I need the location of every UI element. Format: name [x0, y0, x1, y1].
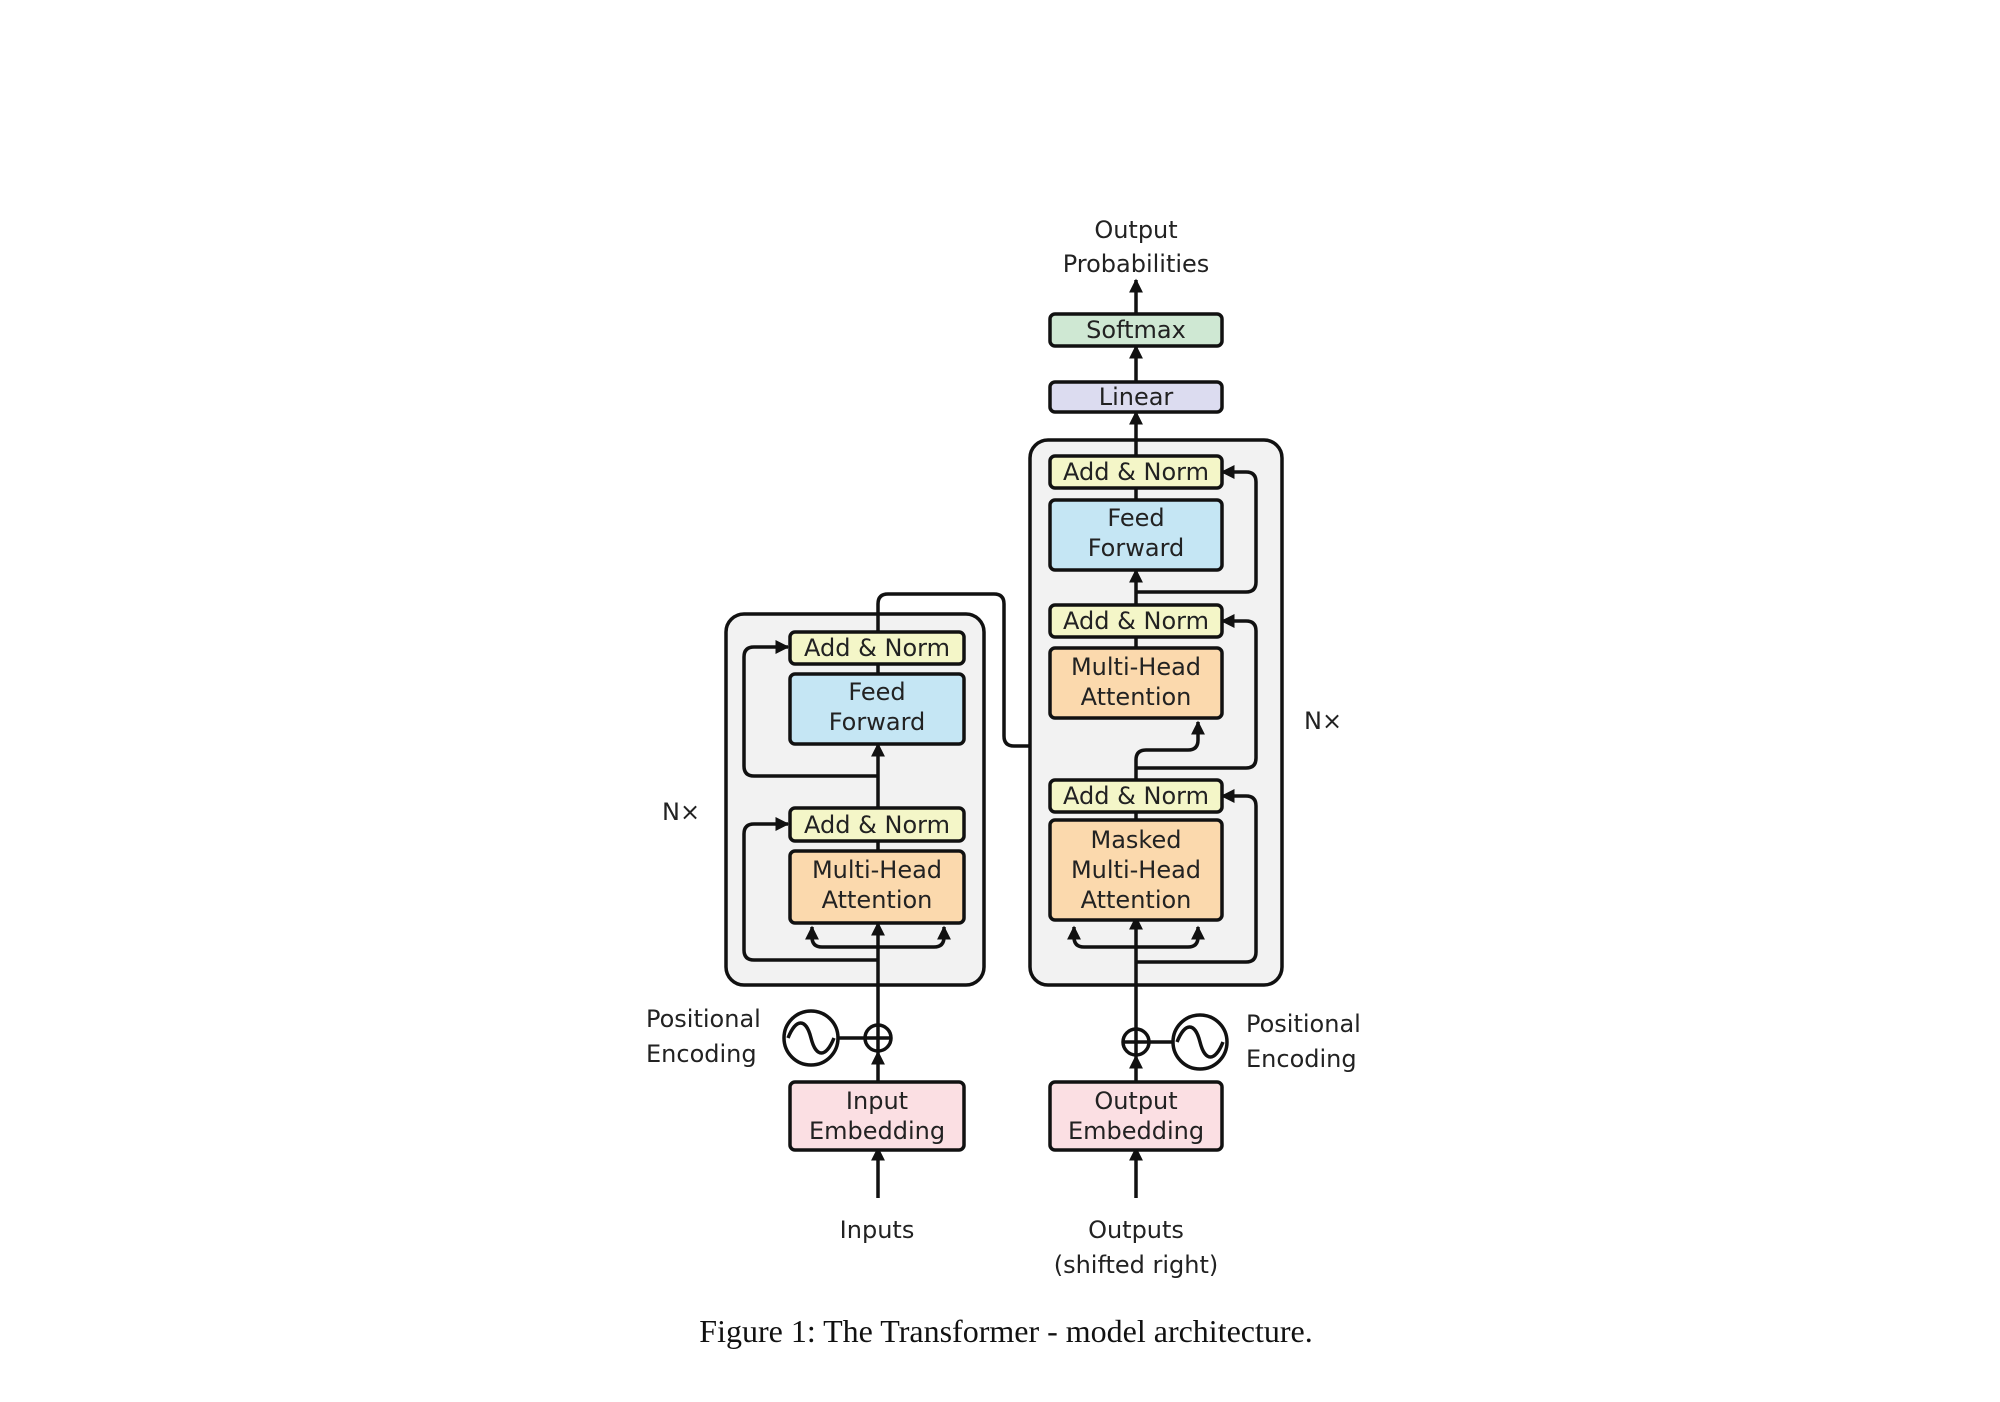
- encoder-qkv-branch: [805, 925, 951, 949]
- figure-caption: Figure 1: The Transformer - model archit…: [699, 1313, 1312, 1349]
- decoder-residual-3: [1136, 465, 1258, 594]
- sine-wave-icon-curve: [1175, 1025, 1225, 1059]
- encoder-residual-1: [742, 817, 878, 962]
- encoder-feed-forward-label-1: Feed: [848, 678, 905, 706]
- decoder-add-norm-bottom-label: Add & Norm: [1063, 782, 1209, 810]
- decoder-cross-attention-label-2: Attention: [1081, 683, 1192, 711]
- linear-label: Linear: [1099, 383, 1174, 411]
- masked-attention-label-2: Multi-Head: [1071, 856, 1201, 884]
- output-embedding-label-1: Output: [1094, 1087, 1177, 1115]
- decoder-add-norm-mid: [1048, 603, 1224, 639]
- sine-wave-icon-curve: [786, 1021, 836, 1055]
- outputs-label-1: Outputs: [1088, 1216, 1184, 1244]
- decoder-output-embedding: [1048, 1080, 1224, 1152]
- masked-attention-label-1: Masked: [1091, 826, 1182, 854]
- output-embedding-label-2: Embedding: [1068, 1117, 1204, 1145]
- encoder-attention-label-1: Multi-Head: [812, 856, 942, 884]
- softmax-label: Softmax: [1086, 316, 1186, 344]
- decoder-cross-attention: [1048, 646, 1224, 720]
- encoder-multi-head-attention: [788, 849, 966, 925]
- decoder-input-section: Positional Encoding Output Embedding Out…: [1048, 1010, 1361, 1279]
- encoder-input-embedding: [788, 1080, 966, 1152]
- decoder-repeat-label: N×: [1304, 707, 1342, 735]
- decoder-masked-qkv-branch: [1067, 925, 1205, 949]
- outputs-label-2: (shifted right): [1054, 1251, 1219, 1279]
- decoder-feed-forward-label-1: Feed: [1107, 504, 1164, 532]
- decoder-positional-encoding-label-1: Positional: [1246, 1010, 1361, 1038]
- decoder-residual-2: [1136, 614, 1258, 770]
- decoder-masked-attention: [1048, 818, 1224, 922]
- decoder-norm-to-cross-query: [1134, 720, 1205, 780]
- encoder-add-norm-bottom: [788, 806, 966, 843]
- encoder-add-norm-top-label: Add & Norm: [804, 634, 950, 662]
- masked-attention-label-3: Attention: [1081, 886, 1192, 914]
- decoder-feed-forward-label-2: Forward: [1088, 534, 1185, 562]
- input-embedding-label-1: Input: [846, 1087, 908, 1115]
- decoder-add-norm-bottom: [1048, 778, 1224, 814]
- encoder-feed-forward-label-2: Forward: [829, 708, 926, 736]
- output-head: Linear Softmax Output Probabilities: [1048, 216, 1224, 414]
- encoder-residual-2: [742, 640, 878, 778]
- encoder-positional-encoding-label-2: Encoding: [646, 1040, 757, 1068]
- decoder-residual-1: [1136, 789, 1258, 964]
- encoder-feed-forward: [788, 672, 966, 746]
- decoder-positional-encoding-label-2: Encoding: [1246, 1045, 1357, 1073]
- decoder-cross-attention-label-1: Multi-Head: [1071, 653, 1201, 681]
- encoder-repeat-label: N×: [662, 798, 700, 826]
- encoder-attention-label-2: Attention: [822, 886, 933, 914]
- input-embedding-label-2: Embedding: [809, 1117, 945, 1145]
- encoder-positional-encoding-label-1: Positional: [646, 1005, 761, 1033]
- output-probabilities-label-1: Output: [1094, 216, 1177, 244]
- encoder-input-section: Positional Encoding Input Embedding Inpu…: [646, 1005, 966, 1244]
- decoder-add-norm-mid-label: Add & Norm: [1063, 607, 1209, 635]
- decoder-add-norm-top: [1048, 454, 1224, 490]
- encoder-add-norm-bottom-label: Add & Norm: [804, 811, 950, 839]
- decoder-add-norm-top-label: Add & Norm: [1063, 458, 1209, 486]
- decoder-stack: Add & Norm Feed Forward Add & Norm Multi…: [1028, 410, 1342, 1198]
- encoder-add-norm-top: [788, 630, 966, 666]
- output-probabilities-label-2: Probabilities: [1063, 250, 1210, 278]
- decoder-feed-forward: [1048, 498, 1224, 572]
- inputs-label: Inputs: [840, 1216, 915, 1244]
